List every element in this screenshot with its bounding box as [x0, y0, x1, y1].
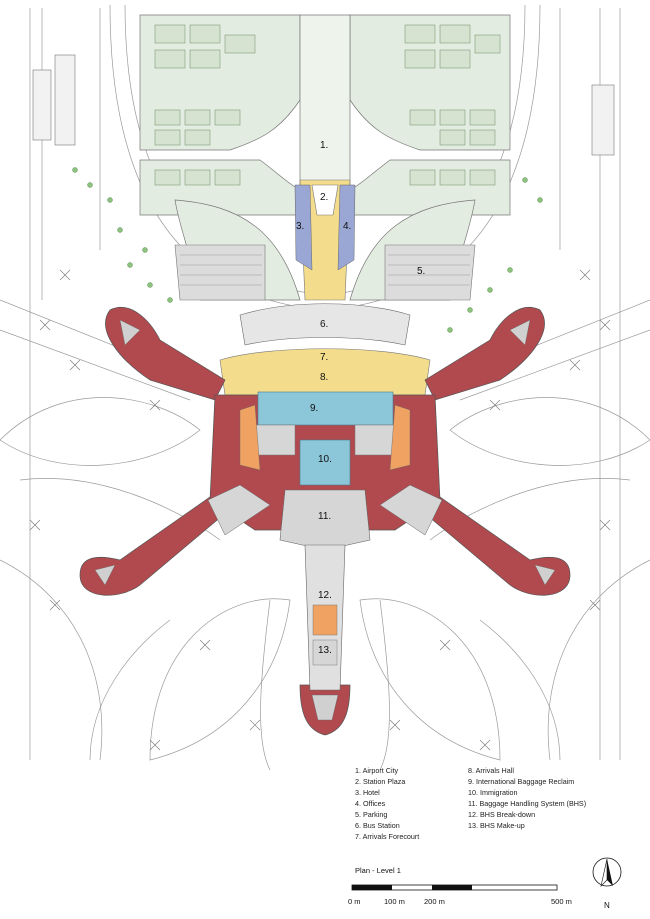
legend-item: 12. BHS Break-down [468, 810, 536, 819]
plan-labels: 1. 2. 3. 4. 5. 6. 7. 8. 9. 10. 11. 12. 1… [296, 140, 425, 656]
aircraft-stands [29, 269, 611, 751]
scale-label-500: 500 m [551, 897, 572, 906]
legend-item: 4. Offices [355, 799, 386, 808]
pier-tips [94, 319, 556, 721]
legend-item: 7. Arrivals Forecourt [355, 832, 420, 841]
plan-label-8: 8. [320, 372, 328, 383]
bhs-spine [304, 544, 346, 691]
plan-label-2: 2. [320, 192, 328, 203]
plan-label-6: 6. [320, 319, 328, 330]
terminal-core [207, 391, 443, 551]
legend-item: 1. Airport City [355, 766, 399, 775]
legend-item: 3. Hotel [355, 788, 380, 797]
legend-item: 13. BHS Make-up [468, 821, 525, 830]
plan-label-3: 3. [296, 221, 304, 232]
scale-label-100: 100 m [384, 897, 405, 906]
legend-item: 11. Baggage Handling System (BHS) [468, 799, 587, 808]
north-label: N [604, 901, 610, 910]
plan-label-4: 4. [343, 221, 351, 232]
scale-label-200: 200 m [424, 897, 445, 906]
plan-title: Plan - Level 1 [355, 866, 401, 875]
legend-item: 10. Immigration [468, 788, 518, 797]
north-arrow-icon [592, 857, 622, 887]
scale-bar [351, 884, 558, 891]
legend-item: 5. Parking [355, 810, 388, 819]
plan-label-12: 12. [318, 590, 332, 601]
legend-item: 9. International Baggage Reclaim [468, 777, 575, 786]
legend-item: 2. Station Plaza [355, 777, 406, 786]
plan-label-10: 10. [318, 454, 332, 465]
bus-station [239, 303, 411, 346]
legend-item: 8. Arrivals Hall [468, 766, 514, 775]
site-linework [0, 4, 650, 771]
airport-city-blocks [154, 24, 501, 186]
parking-rows [180, 254, 470, 286]
runway-structures [32, 54, 615, 156]
legend-column-right: 8. Arrivals Hall 9. International Baggag… [468, 765, 586, 831]
plan-label-9: 9. [310, 403, 318, 414]
station-plaza [294, 179, 356, 301]
plan-label-11: 11. [318, 511, 331, 522]
plan-label-1: 1. [320, 140, 328, 151]
arrivals-forecourt [219, 348, 431, 396]
legend-column-left: 1. Airport City 2. Station Plaza 3. Hote… [355, 765, 419, 842]
plan-label-5: 5. [417, 266, 425, 277]
scale-label-0: 0 m [348, 897, 361, 906]
plan-label-13: 13. [318, 645, 332, 656]
legend-item: 6. Bus Station [355, 821, 400, 830]
parking [174, 244, 476, 301]
plan-label-7: 7. [320, 352, 328, 363]
trees [72, 167, 543, 333]
